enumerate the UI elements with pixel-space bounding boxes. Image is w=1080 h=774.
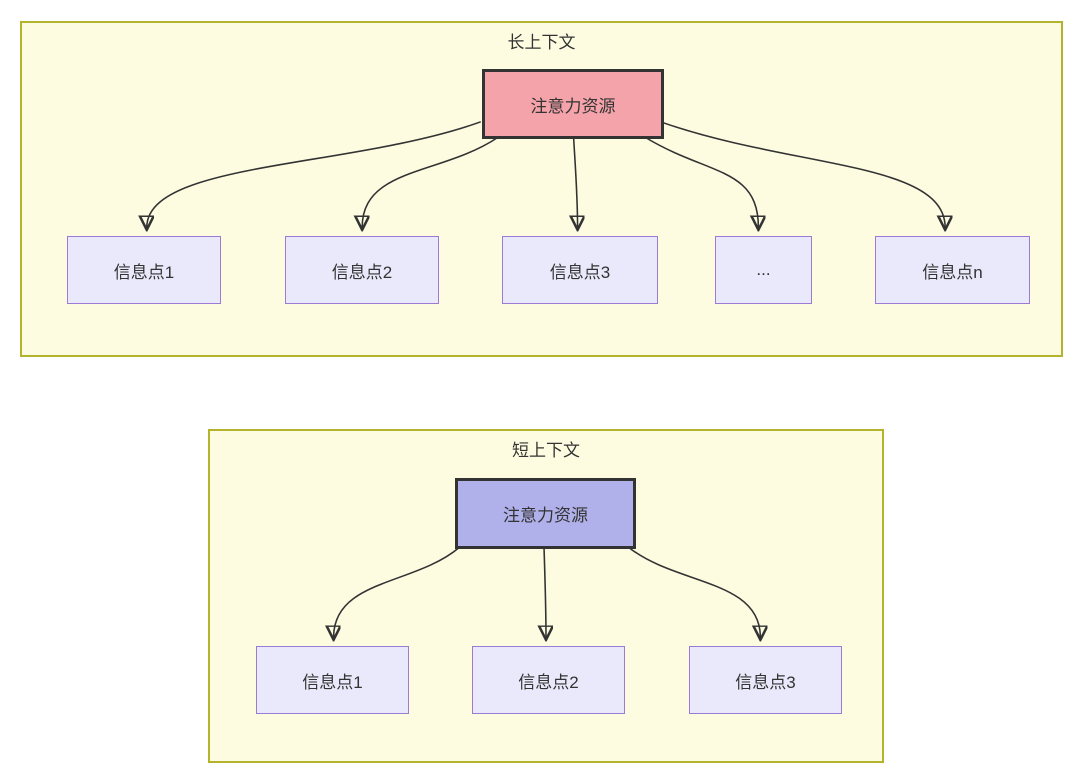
info-point-long-2: 信息点2	[285, 236, 439, 304]
info-point-long-n: 信息点n	[875, 236, 1030, 304]
attention-resource-box-long: 注意力资源	[482, 69, 664, 139]
panel-long-title: 长上下文	[507, 33, 576, 52]
panel-long-context: 长上下文 注意力资源 信息点1 信息点2 信息点3 ... 信息点n	[20, 21, 1063, 357]
info-point-long-3: 信息点3	[502, 236, 658, 304]
info-point-short-3: 信息点3	[689, 646, 842, 714]
edge-long-2	[362, 136, 498, 228]
edge-short-2	[544, 547, 546, 638]
edge-short-1	[334, 546, 460, 638]
info-point-long-1: 信息点1	[67, 236, 221, 304]
edge-long-5	[660, 121, 946, 228]
info-point-short-2: 信息点2	[472, 646, 625, 714]
panel-short-context: 短上下文 注意力资源 信息点1 信息点2 信息点3	[208, 429, 884, 763]
info-point-long-ellipsis: ...	[715, 236, 812, 304]
edge-short-3	[628, 546, 760, 638]
attention-resource-box-short: 注意力资源	[455, 478, 636, 549]
edge-long-4	[645, 136, 759, 228]
info-point-short-1: 信息点1	[256, 646, 409, 714]
edge-long-3	[574, 137, 578, 228]
panel-short-title: 短上下文	[512, 441, 580, 460]
edge-long-1	[147, 121, 482, 228]
